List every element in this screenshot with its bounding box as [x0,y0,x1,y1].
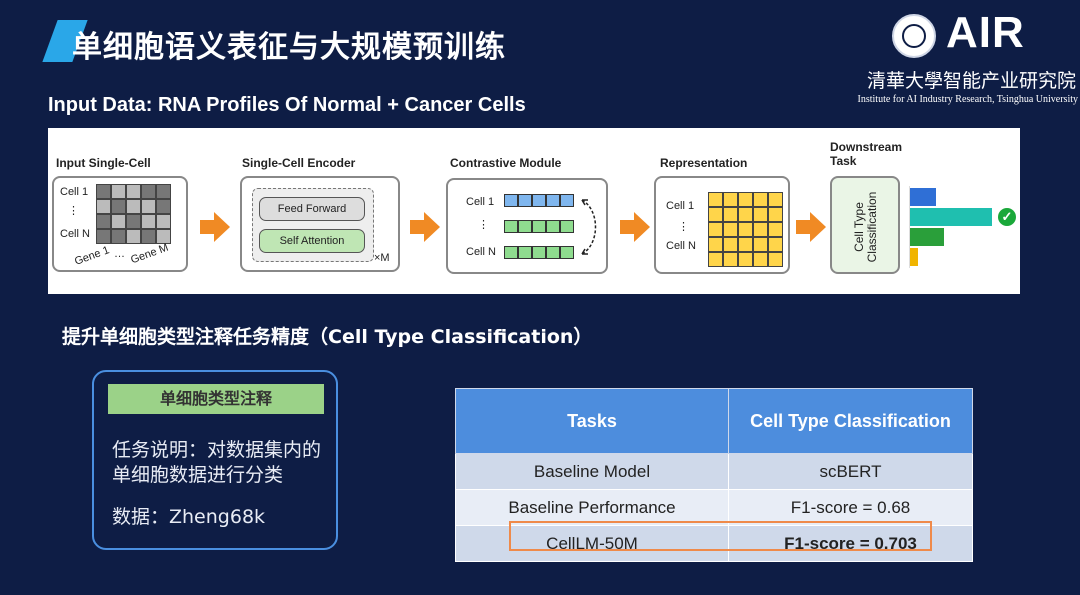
institute-logo: AIR 清華大學智能产业研究院 Institute for AI Industr… [858,8,1078,112]
chart-axis [909,186,910,268]
results-table: Tasks Cell Type Classification Baseline … [455,388,973,562]
input-data-label: Input Data: RNA Profiles Of Normal + Can… [48,94,526,116]
result-bar-1 [910,188,936,206]
stage-contrastive-label: Contrastive Module [450,156,562,170]
column-header: Cell Type Classification [728,388,973,454]
table-cell: Baseline Performance [455,489,729,526]
page-title: 单细胞语义表征与大规模预训练 [72,30,506,65]
contrastive-cell1-label: Cell 1 [466,196,495,208]
repeat-times-label: ×M [374,252,390,264]
stage-encoder-label: Single-Cell Encoder [242,156,356,170]
table-cell: CellLM-50M [455,525,729,562]
input-dots: ⋮ [68,205,79,217]
check-icon: ✓ [998,208,1016,226]
self-attention-layer: Self Attention [259,229,365,253]
gene-hdots: … [114,248,125,260]
input-box: Cell 1 ⋮ Cell N Gene 1 … Gene M [52,176,188,272]
task-description: 任务说明：对数据集内的单细胞数据进行分类 [112,439,322,486]
feed-forward-layer: Feed Forward [259,197,365,221]
table-cell: F1-score = 0.68 [728,489,973,526]
university-seal-icon [892,14,936,58]
input-cell1-label: Cell 1 [60,186,89,198]
stage-representation-label: Representation [660,156,748,170]
section-title: 提升单细胞类型注释任务精度（Cell Type Classification） [62,326,593,348]
input-celln-label: Cell N [60,228,90,240]
encoder-box: Feed Forward Self Attention ×M [240,176,400,272]
embedding-row-3 [504,246,574,259]
stage-input-label: Input Single-Cell [56,156,151,170]
stage-downstream-label: Downstream Task [830,140,903,168]
table-row: Baseline Performance F1-score = 0.68 [455,489,973,526]
table-row-highlighted: CellLM-50M F1-score = 0.703 [455,525,973,562]
contrastive-curve-icon [581,199,597,255]
result-bar-2 [910,208,992,226]
table-cell: F1-score = 0.703 [728,525,973,562]
encoder-block: Feed Forward Self Attention [252,188,374,262]
table-row: Baseline Model scBERT [455,453,973,490]
embedding-row-2 [504,220,574,233]
rep-dots: ⋮ [678,221,689,233]
representation-matrix [708,192,783,267]
gene1-label: Gene 1 [73,244,112,268]
logo-english-name: Institute for AI Industry Research, Tsin… [857,94,1078,105]
dataset-label: 数据：Zheng68k [112,506,266,528]
result-bar-3 [910,228,944,246]
logo-chinese-name: 清華大學智能产业研究院 [866,70,1076,92]
table-cell: scBERT [728,453,973,490]
contrastive-box: Cell 1 ⋮ Cell N [446,178,608,274]
contrastive-dots: ⋮ [478,219,489,231]
pipeline-diagram: Input Single-Cell Cell 1 ⋮ Cell N Gene 1… [48,128,1020,294]
rep-cell1-label: Cell 1 [666,200,695,212]
genem-label: Gene M [129,241,171,267]
result-bar-4 [910,248,918,266]
rep-celln-label: Cell N [666,240,696,252]
task-card: 单细胞类型注释 任务说明：对数据集内的单细胞数据进行分类 数据：Zheng68k [92,370,338,550]
downstream-task-box: Cell Type Classification [830,176,900,274]
embedding-row-1 [504,194,574,207]
air-logo-text: AIR [946,8,1025,57]
contrastive-celln-label: Cell N [466,246,496,258]
expression-matrix [96,184,171,244]
task-card-header: 单细胞类型注释 [108,384,324,414]
table-cell: Baseline Model [455,453,729,490]
representation-box: Cell 1 ⋮ Cell N [654,176,790,274]
column-header: Tasks [455,388,729,454]
downstream-task-label: Cell Type Classification [852,191,879,263]
table-header-row: Tasks Cell Type Classification [455,388,973,454]
